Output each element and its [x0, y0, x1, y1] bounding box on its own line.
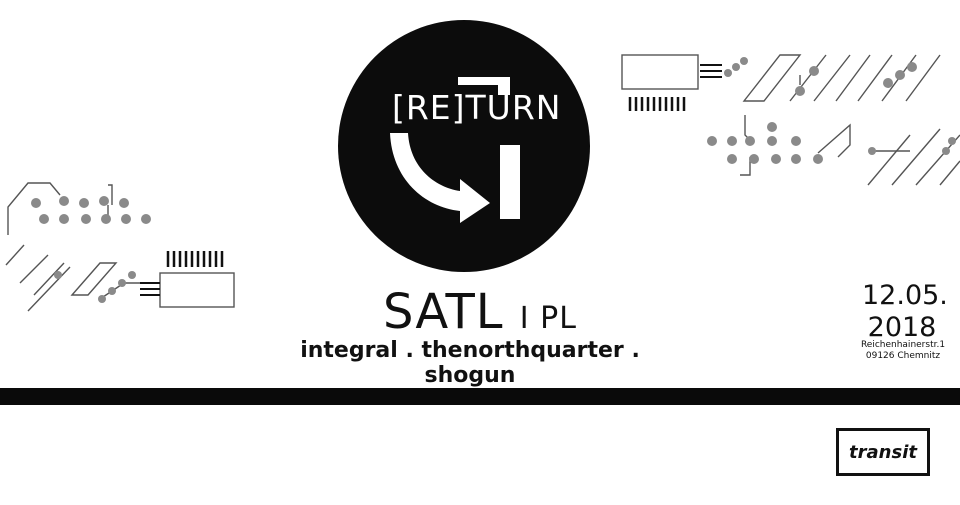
headliner-origin: I PL: [519, 301, 577, 336]
logo-text: [RE]TURN: [392, 88, 562, 127]
address-street: Reichenhainerstr.1: [860, 340, 946, 350]
headliner-name: SATL: [383, 284, 504, 340]
venue-logo: transit: [836, 428, 930, 476]
return-arrow-icon: [390, 77, 520, 223]
circuit-decoration-left: [5, 182, 235, 312]
venue-logo-text: transit: [849, 441, 917, 463]
support-acts: integral . thenorthquarter . shogun: [300, 338, 640, 388]
address-city: 09126 Chemnitz: [865, 351, 941, 361]
divider-bar: [0, 388, 960, 405]
headliner: SATL I PL: [360, 284, 600, 340]
event-date-year: 2018: [867, 312, 937, 343]
event-date-day: 12.05.: [862, 280, 948, 311]
venue-address: Reichenhainerstr.1 09126 Chemnitz: [855, 340, 951, 362]
logo-circle: [338, 20, 590, 272]
circuit-decoration-right: [621, 54, 960, 186]
event-date: 12.05. 2018: [862, 280, 948, 344]
